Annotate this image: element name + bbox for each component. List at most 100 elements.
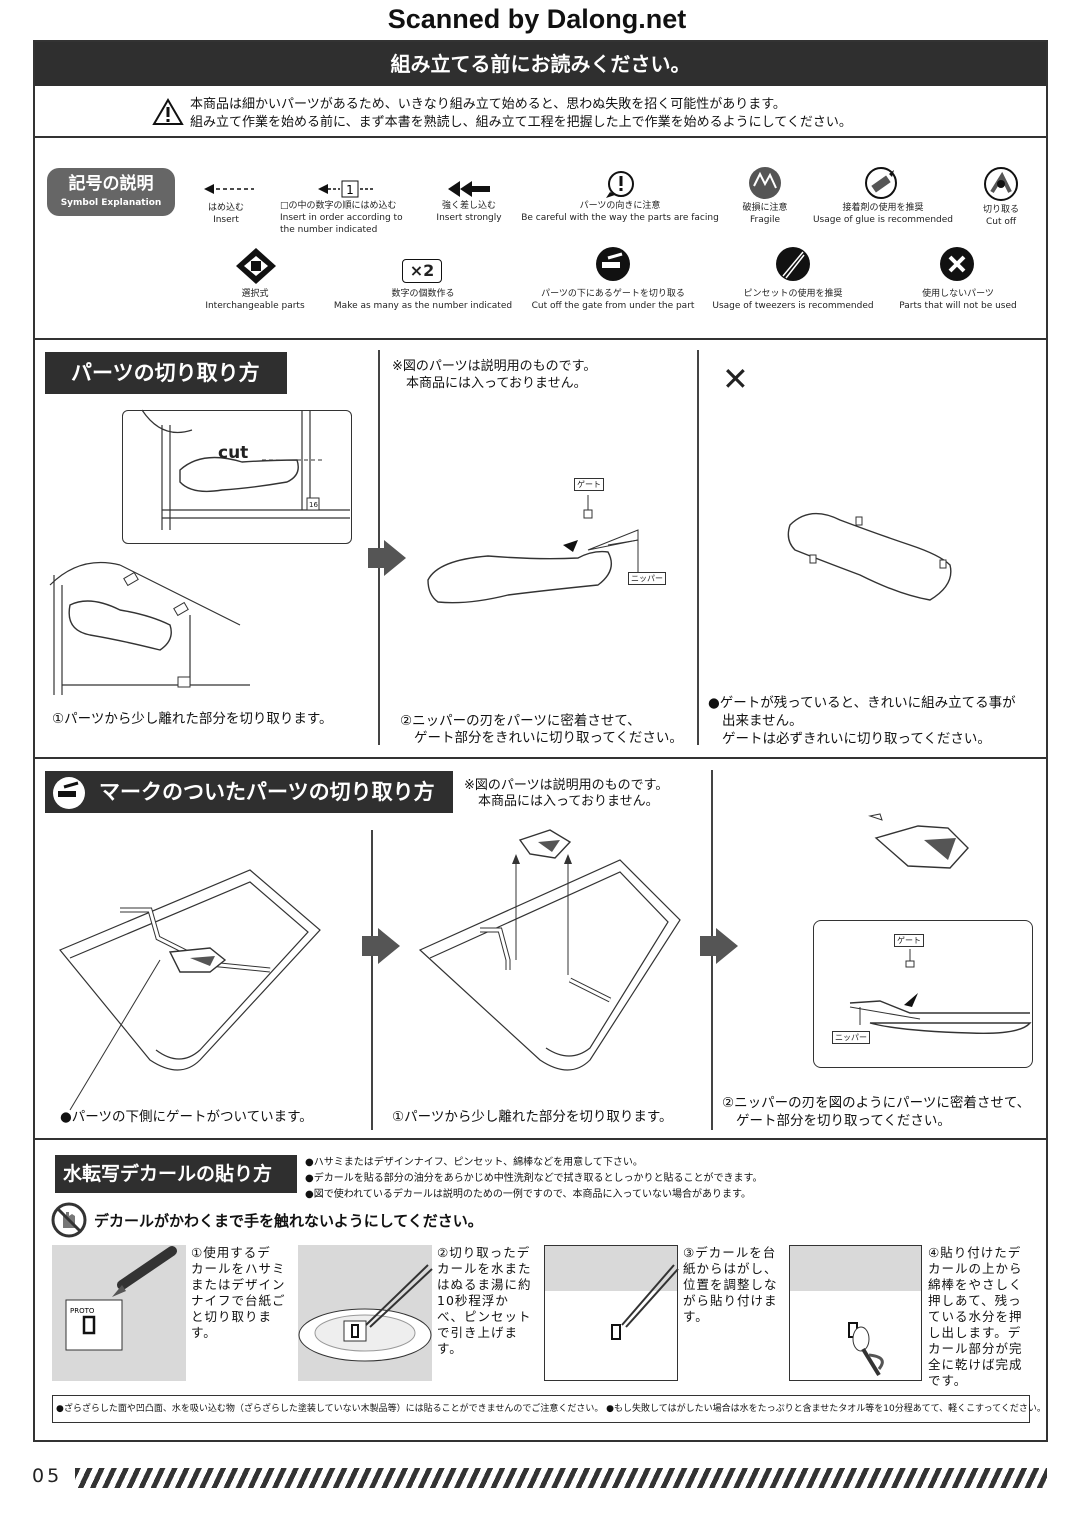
divider (378, 350, 380, 745)
warning-line-1: 本商品は細かいパーツがあるため、いきなり組み立て始めると、思わぬ失敗を招く可能性… (190, 97, 786, 112)
cut-off-icon (984, 167, 1018, 201)
decal-text: PROTO (70, 1307, 95, 1315)
step-caption: ①パーツから少し離れた部分を切り取ります。 (392, 1109, 673, 1125)
illustration-note: 本商品には入っておりません。 (478, 794, 659, 809)
page-title: 組み立てる前にお読みください。 (35, 42, 1046, 86)
glue-icon (865, 167, 897, 199)
decal-caution: デカールがかわくまで手を触れないようにしてください。 (94, 1212, 483, 1230)
step-caption: ●ゲートが残っていると、きれいに組み立てる事が (708, 695, 1016, 711)
symbol-badge-subtitle: Symbol Explanation (60, 198, 162, 208)
water-dish-illustration (298, 1264, 433, 1362)
decal-step-1-text: ①使用するデカールをハサミまたはデザインナイフで台紙ごと切り取ります。 (191, 1245, 286, 1340)
illustration-note: ※図のパーツは説明用のものです。 (392, 359, 597, 374)
no-touch-icon (51, 1202, 87, 1238)
next-arrow-head (378, 928, 400, 964)
step-caption: ゲートは必ずきれいに切り取ってください。 (722, 731, 991, 747)
runner-illustration (141, 409, 350, 530)
nipper-label: ニッパー (628, 572, 666, 585)
next-arrow-head (716, 928, 738, 964)
decal-bullet: ●デカールを貼る部分の油分をあらかじめ中性洗剤などで拭き取るとしっかりと貼ること… (305, 1173, 763, 1184)
decal-bullet: ●図で使われているデカールは説明のための一例ですので、本商品に入っていない場合が… (305, 1189, 752, 1200)
decal-step-4-text: ④貼り付けたデカールの上から綿棒をやさしく押しあて、残っている水分を押し出します… (928, 1245, 1023, 1388)
insert-arrow-icon (204, 184, 254, 194)
marked-runner-illustration (59, 869, 321, 1111)
caution-icon (606, 171, 634, 198)
divider (697, 350, 699, 745)
divider (371, 830, 373, 1130)
section-title-decal: 水転写デカールの貼り方 (55, 1155, 297, 1193)
page-frame (33, 40, 1048, 1442)
nipper-cut-illustration (427, 495, 639, 604)
step-caption: ②ニッパーの刃を図のようにパーツに密着させて、 (722, 1095, 1031, 1111)
decal-step-4-backing (790, 1246, 921, 1291)
unused-parts-icon (940, 247, 974, 281)
tweezers-icon (776, 247, 810, 281)
runner-closeup-illustration (49, 561, 250, 695)
illustration-note: 本商品には入っておりません。 (406, 376, 587, 391)
step-caption: ①パーツから少し離れた部分を切り取ります。 (52, 711, 333, 727)
insert-strong-icon (448, 181, 490, 197)
page-number: 05 (32, 1465, 63, 1487)
decal-footer-box (52, 1395, 1030, 1423)
symbol-badge-title: 記号の説明 (68, 174, 154, 194)
wrong-mark-icon: ✕ (722, 360, 749, 398)
nipper-label: ニッパー (832, 1031, 870, 1044)
step-caption: ゲート部分を切り取ってください。 (736, 1113, 951, 1129)
warning-icon (152, 98, 184, 125)
step-caption: 出来ません。 (722, 713, 803, 729)
symbol-badge: 記号の説明 Symbol Explanation (47, 168, 175, 216)
illustration-note: ※図のパーツは説明用のものです。 (464, 778, 669, 793)
gate-closeup-illustration (849, 949, 1032, 1034)
section-title-marked-parts: マークのついたパーツの切り取り方 (45, 771, 453, 813)
lift-part-illustration (418, 829, 681, 1071)
step-caption: ゲート部分をきれいに切り取ってください。 (414, 730, 683, 746)
gate-under-icon (596, 247, 630, 281)
apply-decal-illustration (611, 1264, 679, 1340)
marked-part-illustration (868, 813, 969, 869)
insert-order-icon: 1 (318, 180, 374, 198)
next-arrow (700, 936, 716, 956)
footer-stripes (75, 1468, 1047, 1488)
section-title-cutting: パーツの切り取り方 (45, 352, 287, 394)
bad-gate-illustration (787, 512, 952, 601)
knife-illustration: PROTO (65, 1246, 177, 1351)
runner-number: 16 (309, 501, 318, 509)
divider (35, 338, 1046, 340)
cut-label: cut (218, 443, 249, 463)
divider (35, 1138, 1046, 1140)
decal-step-3-backing (545, 1246, 677, 1291)
divider (35, 136, 1046, 138)
step-caption: ②ニッパーの刃をパーツに密着させて、 (400, 713, 641, 729)
next-arrow (362, 936, 378, 956)
cotton-swab-illustration (848, 1322, 884, 1377)
multiply-icon: ×2 (402, 259, 442, 283)
svg-text:1: 1 (346, 183, 354, 197)
decal-step-3-text: ③デカールを台紙からはがし、位置を調整しながら貼り付けます。 (683, 1245, 778, 1324)
decal-footer-note: ●ざらざらした面や凹凸面、水を吸い込む物（ざらざらした塗装していない木製品等）に… (56, 1404, 1046, 1414)
gate-label: ゲート (574, 478, 604, 491)
gate-label: ゲート (894, 934, 924, 947)
decal-bullet: ●ハサミまたはデザインナイフ、ピンセット、綿棒などを用意して下さい。 (305, 1157, 643, 1168)
next-arrow (368, 548, 384, 568)
interchangeable-icon (236, 248, 276, 284)
divider (35, 757, 1046, 759)
fragile-icon (749, 167, 781, 199)
step-caption: ●パーツの下側にゲートがついています。 (60, 1109, 313, 1125)
watermark-text: Scanned by Dalong.net (387, 4, 687, 34)
warning-line-2: 組み立て作業を始める前に、まず本書を熟読し、組み立て工程を把握した上で作業を始め… (190, 115, 852, 130)
gate-under-icon (53, 777, 85, 809)
next-arrow-head (384, 540, 406, 576)
